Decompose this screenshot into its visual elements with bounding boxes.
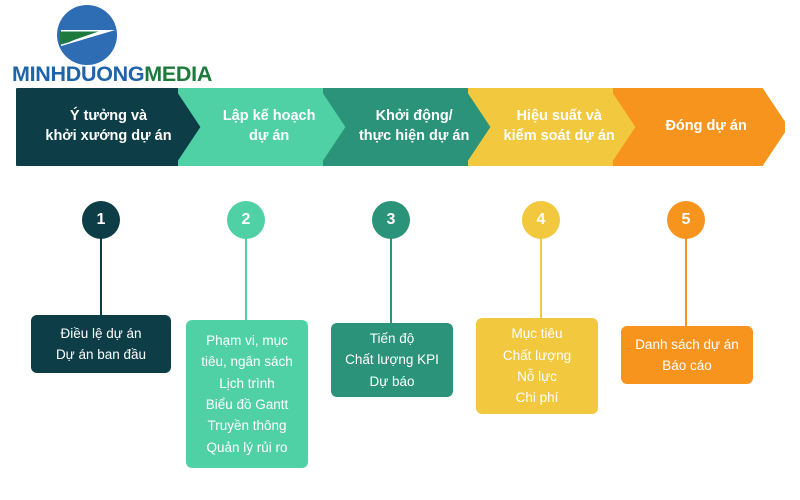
connector-line-2 xyxy=(245,220,247,320)
detail-line: Quản lý rủi ro xyxy=(206,439,288,455)
step-number-circle-4[interactable]: 4 xyxy=(522,201,560,239)
chevron-phase-1[interactable]: Ý tưởng và khởi xướng dự án xyxy=(16,88,201,166)
chevron-phase-3[interactable]: Khởi động/thực hiện dự án xyxy=(323,88,491,166)
step-number-label: 4 xyxy=(536,211,546,228)
wordmark-minhduong: MINHDUONG xyxy=(12,62,145,86)
chevron-label-2: Lập kế hoạch dự án xyxy=(217,107,322,146)
process-chevron-band: Ý tưởng và khởi xướng dự án Lập kế hoạch dự… xyxy=(0,88,800,166)
connector-line-1 xyxy=(100,220,102,315)
step-number-label: 3 xyxy=(386,211,396,228)
step-number-circle-3[interactable]: 3 xyxy=(372,201,410,239)
step-number-label: 1 xyxy=(96,211,106,228)
detail-line: Chi phí xyxy=(515,390,559,406)
step-number-label: 5 xyxy=(681,211,691,228)
chevron-line: Ý tưởng và xyxy=(69,108,148,125)
wordmark-media: MEDIA xyxy=(144,62,213,86)
detail-line: Danh sách dự án xyxy=(635,336,739,352)
minhduong-circle-logo-icon xyxy=(56,4,118,66)
detail-box-5[interactable]: Danh sách dự án Báo cáo xyxy=(621,326,753,384)
chevron-line: kiểm soát dự án xyxy=(503,128,615,144)
chevron-line: Đóng dự án xyxy=(665,118,747,135)
step-number-circle-2[interactable]: 2 xyxy=(227,201,265,239)
chevron-label-5: Đóng dự án xyxy=(659,117,752,137)
connector-line-5 xyxy=(685,220,687,326)
step-number-circle-1[interactable]: 1 xyxy=(82,201,120,239)
detail-line: Báo cáo xyxy=(662,358,712,373)
step-number-circle-5[interactable]: 5 xyxy=(667,201,705,239)
chevron-line: Khởi động/ xyxy=(375,108,453,125)
step-number-label: 2 xyxy=(241,211,251,228)
chevron-label-1: Ý tưởng và khởi xướng dự án xyxy=(39,107,177,146)
brand-wordmark: MINHDUONGMEDIA xyxy=(12,62,212,87)
detail-box-1[interactable]: Điều lệ dự án Dự án ban đầu xyxy=(31,315,171,373)
connector-line-4 xyxy=(540,220,542,318)
brand-logo: MINHDUONGMEDIA xyxy=(12,4,212,86)
chevron-line: Lập kế hoạch xyxy=(222,108,316,125)
chevron-line: khởi xướng dự án xyxy=(45,128,172,144)
connector-line-3 xyxy=(390,220,392,323)
chevron-line: Hiệu suất và xyxy=(516,108,602,125)
detail-line: Nỗ lực xyxy=(517,369,557,384)
chevron-phase-5[interactable]: Đóng dự án xyxy=(613,88,785,166)
detail-line: Mục tiêu xyxy=(511,326,563,342)
detail-line: Lịch trình xyxy=(219,375,275,391)
chevron-label-4: Hiệu suất và kiểm soát dự án xyxy=(498,107,621,146)
detail-line: Truyền thông xyxy=(207,418,287,434)
detail-line: Dự báo xyxy=(369,373,415,389)
detail-line: Chất lượng xyxy=(502,347,572,363)
detail-line: Chất lượng KPI xyxy=(345,352,439,368)
detail-box-3[interactable]: Tiến độ Chất lượng KPI Dự báo xyxy=(331,323,453,397)
detail-line: Biểu đồ Gantt xyxy=(205,397,289,412)
chevron-label-3: Khởi động/thực hiện dự án xyxy=(353,107,475,146)
detail-line: tiêu, ngân sách xyxy=(201,354,293,370)
detail-line: Tiến độ xyxy=(369,331,415,347)
chevron-phase-4[interactable]: Hiệu suất và kiểm soát dự án xyxy=(468,88,636,166)
chevron-line: thực hiện dự án xyxy=(358,128,470,144)
chevron-line: dự án xyxy=(248,128,290,144)
detail-line: Phạm vi, mục xyxy=(206,333,288,349)
detail-line: Điều lệ dự án xyxy=(60,325,142,341)
chevron-phase-2[interactable]: Lập kế hoạch dự án xyxy=(178,88,346,166)
detail-line: Dự án ban đầu xyxy=(55,347,147,362)
